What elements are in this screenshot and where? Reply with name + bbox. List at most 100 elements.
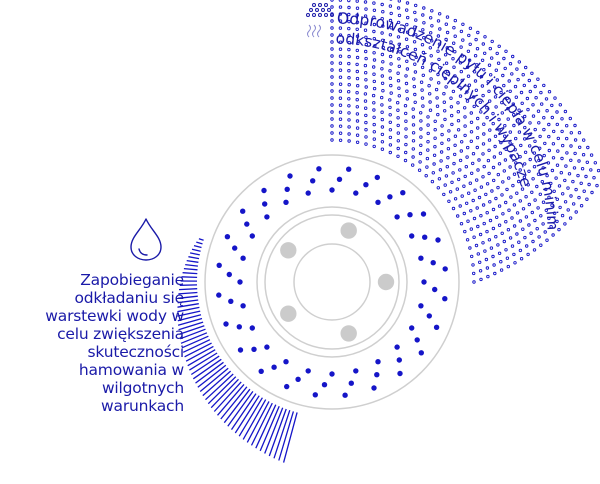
heat-dot — [472, 216, 477, 221]
heat-dust-icon — [306, 3, 334, 38]
drilled-hole — [397, 370, 403, 377]
heat-dot — [453, 34, 457, 38]
heat-dot — [551, 233, 555, 237]
drilled-hole — [342, 392, 348, 398]
heat-dot — [372, 79, 376, 84]
heat-dot — [475, 206, 479, 210]
drilled-hole — [287, 173, 293, 179]
heat-dot — [422, 58, 426, 63]
drilled-hole — [375, 359, 381, 365]
heat-dot — [524, 194, 528, 199]
heat-dot — [364, 49, 368, 54]
heat-dot — [437, 81, 441, 85]
heat-dot — [493, 85, 497, 89]
heat-dot — [411, 155, 415, 159]
heat-dot — [430, 179, 435, 184]
heat-dot — [364, 7, 368, 11]
heat-dot — [330, 54, 334, 58]
heat-dot — [531, 114, 536, 118]
heat-dot — [467, 58, 472, 62]
heat-dot — [542, 153, 546, 158]
heat-dot — [389, 83, 393, 88]
heat-dot — [429, 16, 433, 20]
heat-dot — [439, 159, 443, 163]
heat-dot — [559, 170, 563, 175]
heat-dot — [576, 173, 580, 178]
heat-dot — [363, 28, 368, 32]
heat-dot — [426, 148, 430, 152]
heat-dot — [592, 175, 596, 180]
heat-dot — [476, 168, 480, 172]
heat-dot — [488, 200, 492, 204]
heat-dot — [587, 182, 591, 187]
heat-dot — [330, 40, 334, 44]
heat-dot — [438, 168, 443, 172]
heat-dot — [448, 190, 453, 194]
heat-dot — [466, 145, 470, 150]
heat-dot — [411, 107, 415, 111]
heat-dot — [565, 123, 569, 128]
heat-dot — [338, 96, 343, 100]
heat-dot — [460, 54, 464, 58]
heat-dot — [413, 10, 417, 15]
heat-dot — [465, 90, 469, 94]
heat-dot — [418, 160, 422, 164]
heat-dot — [372, 144, 376, 149]
heat-dot — [433, 127, 437, 132]
heat-dot — [513, 261, 517, 265]
heat-dot — [485, 229, 489, 234]
heat-dot — [364, 113, 368, 118]
heat-dot — [472, 104, 476, 109]
water-channel-line — [259, 406, 280, 452]
drilled-hole — [407, 212, 413, 218]
drilled-hole — [396, 357, 402, 363]
heat-dot — [431, 171, 435, 175]
heat-dot — [443, 109, 447, 113]
heat-dot — [531, 239, 535, 244]
hub-bolt-hole — [280, 242, 297, 259]
drilled-hole — [329, 371, 335, 377]
heat-dot — [501, 180, 505, 184]
heat-dot — [363, 92, 368, 96]
heat-dot — [497, 162, 502, 166]
heat-dot — [355, 76, 360, 81]
heat-dot — [484, 257, 489, 262]
water-channel-line — [180, 332, 208, 344]
heat-dot — [487, 148, 491, 153]
heat-dot — [429, 54, 433, 58]
heat-dot — [471, 151, 476, 156]
drilled-hole — [237, 279, 243, 285]
heat-dot — [388, 69, 392, 73]
heat-dot — [372, 122, 376, 127]
heat-dot — [463, 174, 467, 179]
heat-dot — [519, 143, 523, 148]
heat-dot — [461, 38, 465, 42]
water-channel-line — [177, 303, 199, 308]
drilled-hole — [375, 199, 381, 205]
heat-dot — [540, 179, 544, 184]
water-channel-line — [182, 272, 198, 275]
heat-dot — [463, 133, 467, 138]
heat-dot — [476, 116, 480, 121]
heat-wave — [312, 24, 316, 38]
heat-dot — [476, 224, 480, 229]
heat-dot — [429, 31, 433, 35]
water-channel-line — [181, 335, 209, 349]
heat-dot — [494, 196, 498, 201]
drilled-hole — [394, 214, 400, 220]
drilled-hole — [435, 237, 441, 243]
heat-dot — [396, 35, 401, 39]
heat-dot — [533, 139, 537, 144]
heat-dot — [497, 251, 502, 256]
heat-dot — [542, 127, 546, 132]
heat-dot — [476, 252, 480, 256]
drilled-hole — [422, 234, 428, 240]
heat-dot — [388, 143, 393, 147]
water-channel-line — [177, 310, 201, 317]
heat-dot — [545, 238, 549, 242]
heat-dot — [347, 125, 351, 129]
heat-dot — [397, 86, 401, 90]
heat-dot — [330, 82, 334, 86]
heat-dot — [595, 183, 599, 188]
drilled-hole — [240, 208, 246, 214]
